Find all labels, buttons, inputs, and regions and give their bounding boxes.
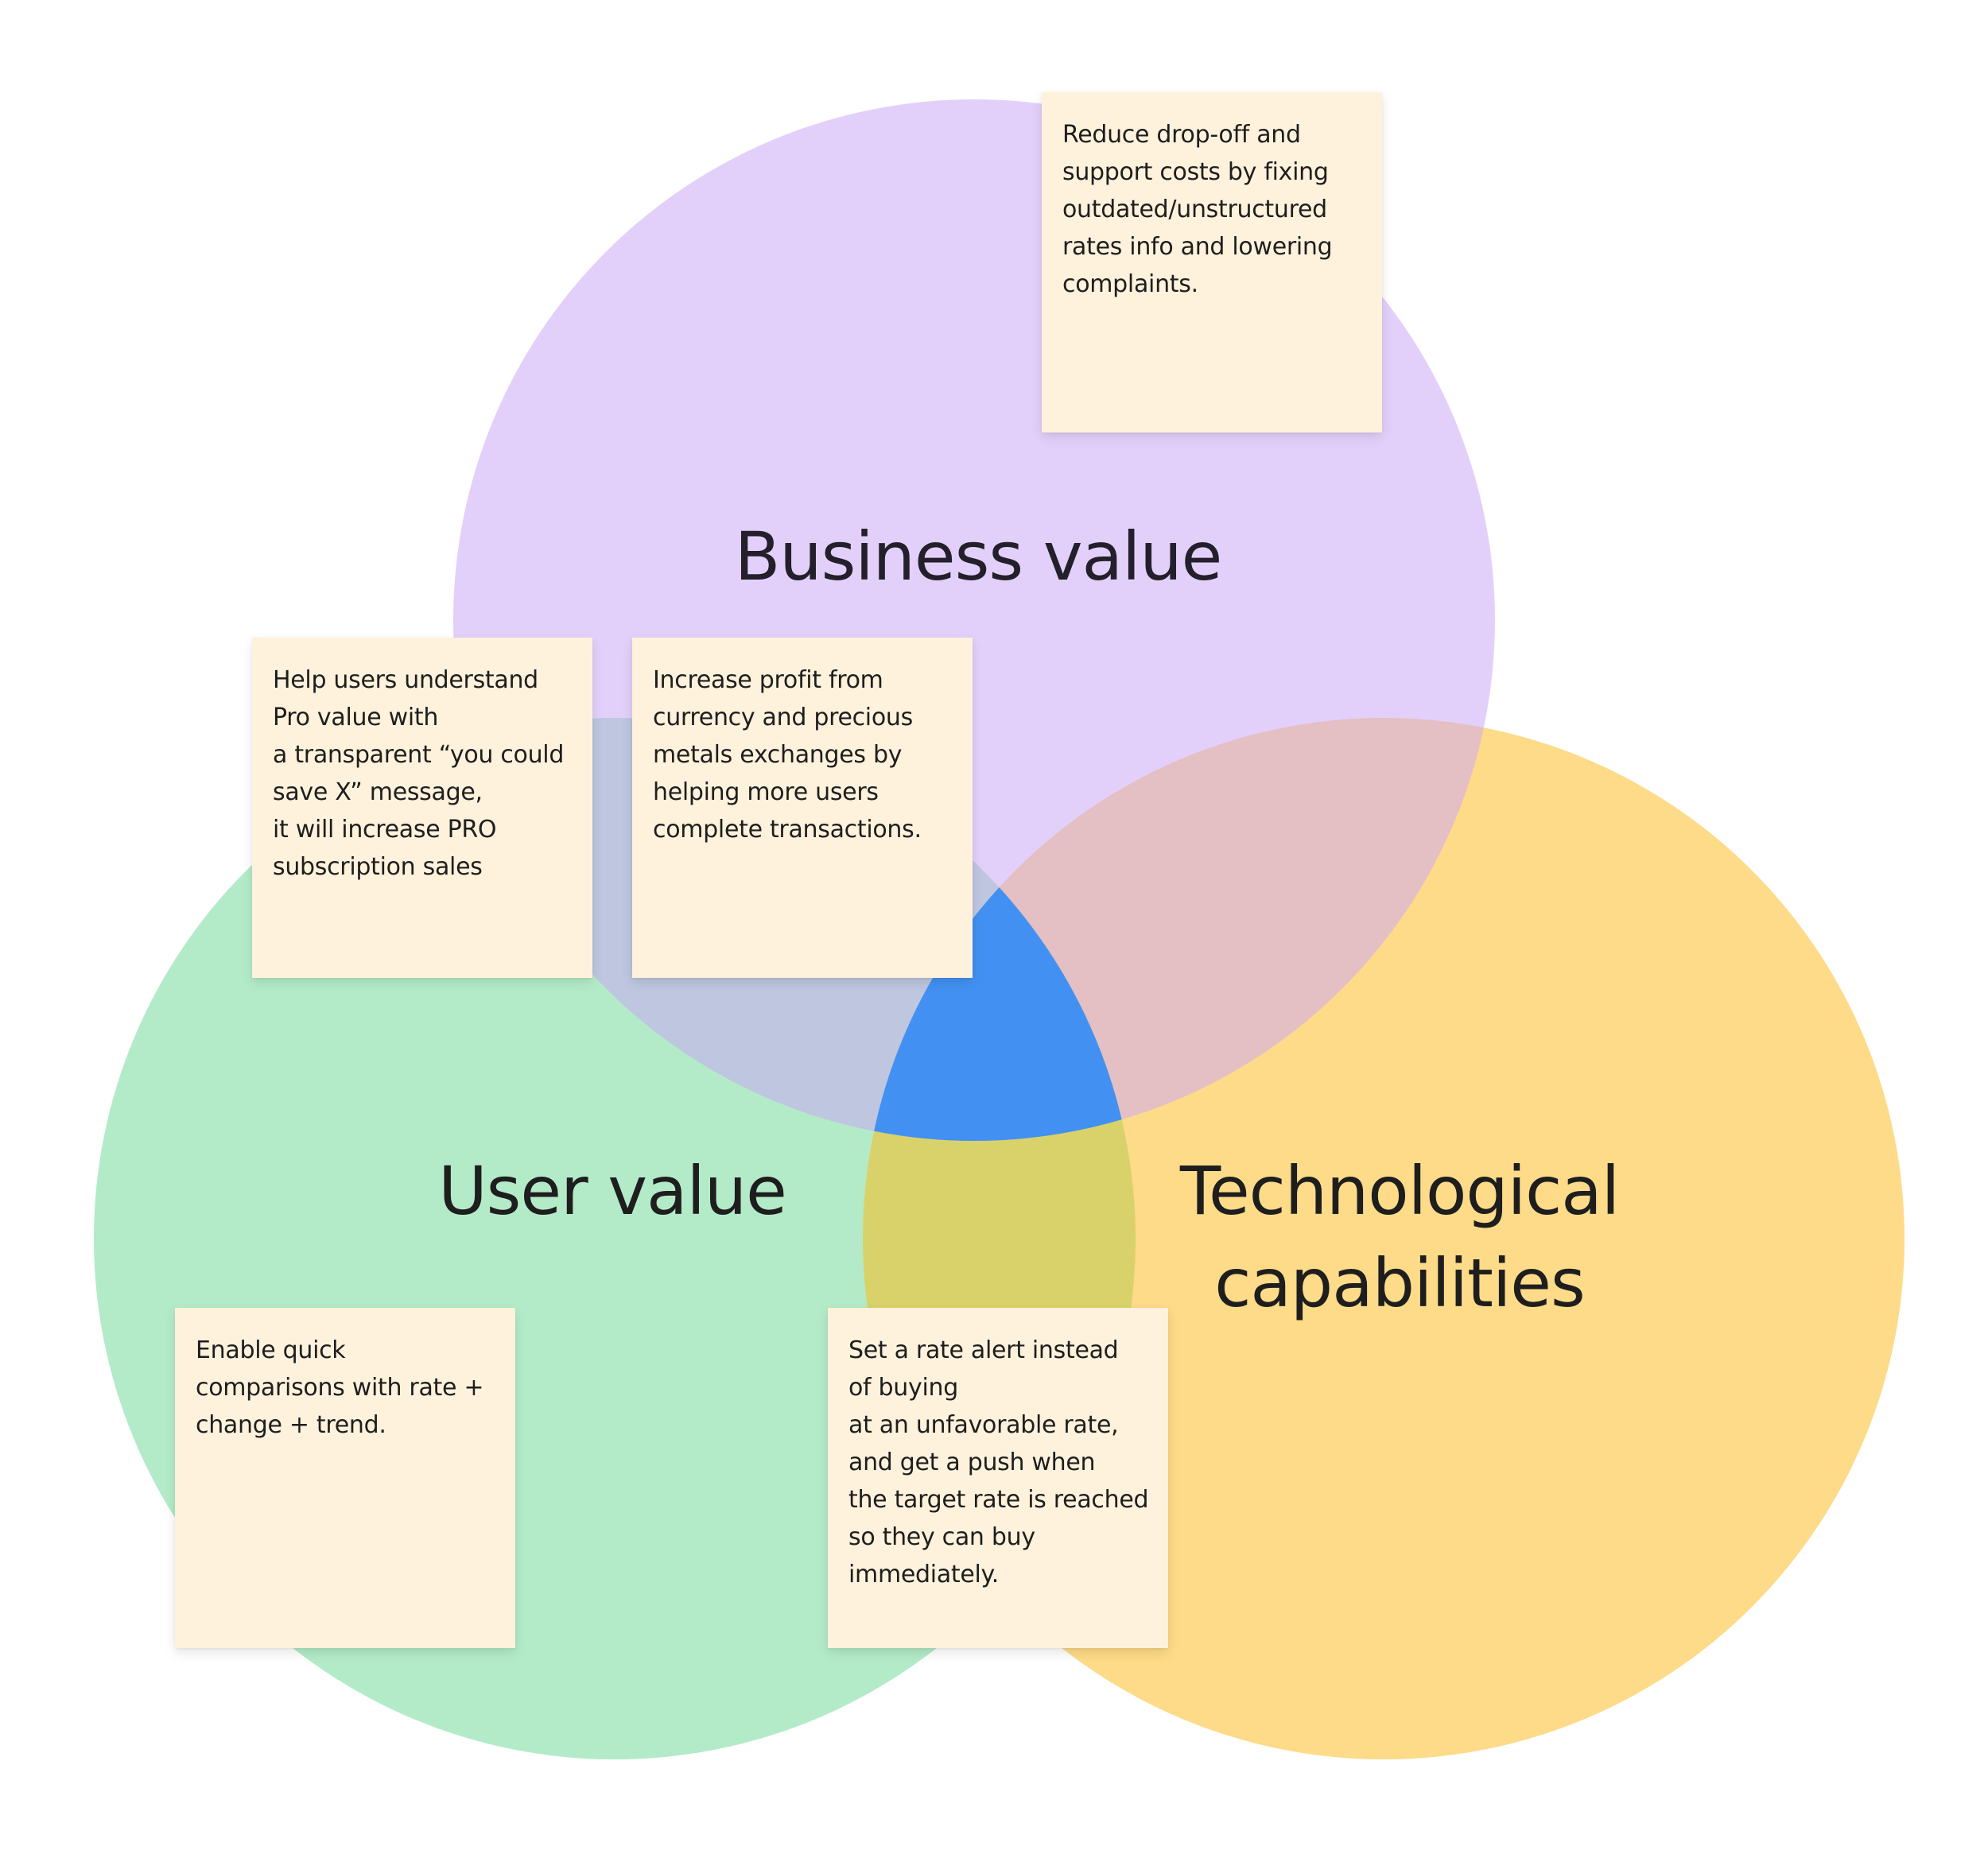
business-tech-overlap	[863, 718, 1495, 1141]
sticky-note-pro-value[interactable]: Help users understand Pro value with a t…	[252, 638, 592, 978]
sticky-note-text: Increase profit from currency and precio…	[653, 666, 922, 844]
sticky-note-increase-profit[interactable]: Increase profit from currency and precio…	[632, 638, 973, 978]
sticky-note-quick-comparisons[interactable]: Enable quick comparisons with rate + cha…	[175, 1308, 515, 1648]
sticky-note-text: Set a rate alert instead of buying at an…	[848, 1336, 1149, 1588]
sticky-note-reduce-dropoff[interactable]: Reduce drop-off and support costs by fix…	[1042, 92, 1382, 432]
technological-capabilities-label: Technological capabilities	[1179, 1152, 1620, 1322]
sticky-note-text: Help users understand Pro value with a t…	[273, 666, 565, 881]
sticky-note-rate-alert[interactable]: Set a rate alert instead of buying at an…	[828, 1308, 1168, 1648]
business-user-overlap	[453, 718, 1136, 1141]
business-value-label: Business value	[734, 518, 1223, 595]
sticky-note-text: Enable quick comparisons with rate + cha…	[196, 1336, 484, 1439]
user-value-label: User value	[438, 1152, 787, 1230]
sticky-note-text: Reduce drop-off and support costs by fix…	[1062, 121, 1333, 298]
